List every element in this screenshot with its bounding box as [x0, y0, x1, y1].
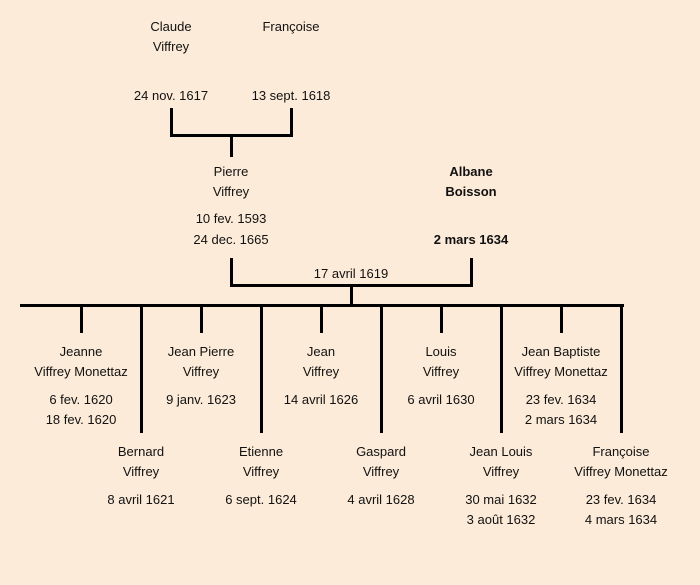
connector-line	[350, 284, 353, 306]
birth-date: 9 janv. 1623	[166, 392, 236, 407]
last-name: Viffrey	[362, 464, 400, 479]
last-name: Boisson	[445, 184, 497, 199]
birth-date: 30 mai 1632	[465, 492, 537, 507]
first-name: Jean Louis	[469, 444, 533, 459]
connector-line	[470, 258, 473, 287]
birth-date: 6 sept. 1624	[225, 492, 297, 507]
child-connector	[80, 305, 83, 333]
birth-date: 8 avril 1621	[107, 492, 175, 507]
first-name: Bernard	[117, 444, 165, 459]
first-name: Etienne	[238, 444, 284, 459]
birth-date: 23 fev. 1634	[585, 492, 657, 507]
connector-line	[170, 108, 173, 136]
birth-date: 4 avril 1628	[347, 492, 415, 507]
first-name: Jean Baptiste	[521, 344, 601, 359]
first-name: Françoise	[592, 444, 650, 459]
first-name: Jean	[306, 344, 336, 359]
child-connector	[560, 305, 563, 333]
first-name: Jean Pierre	[167, 344, 235, 359]
first-name: Claude	[150, 19, 192, 34]
last-name: Viffrey	[182, 364, 220, 379]
child-connector	[140, 305, 143, 433]
death-date: 2 mars 1634	[433, 232, 509, 247]
last-name: Viffrey	[122, 464, 160, 479]
marriage-date-text: 17 avril 1619	[313, 266, 389, 281]
last-name: Viffrey	[152, 39, 190, 54]
child-connector	[620, 305, 623, 433]
child-connector	[200, 305, 203, 333]
first-name: Albane	[449, 164, 493, 179]
birth-date: 14 avril 1626	[283, 392, 359, 407]
first-name: Gaspard	[356, 444, 406, 459]
last-name: Viffrey	[242, 464, 280, 479]
last-name: Viffrey	[422, 364, 460, 379]
connector-line	[230, 134, 233, 157]
child-connector	[380, 305, 383, 433]
last-name: Viffrey Monettaz	[34, 364, 128, 379]
last-name: Viffrey	[302, 364, 340, 379]
birth-date: 24 nov. 1617	[133, 88, 209, 103]
death-date: 4 mars 1634	[584, 512, 658, 527]
death-date: 24 dec. 1665	[193, 232, 269, 247]
child-connector	[260, 305, 263, 433]
birth-date: 10 fev. 1593	[195, 211, 267, 226]
connector-line	[290, 108, 293, 136]
birth-date: 6 avril 1630	[407, 392, 475, 407]
birth-date: 6 fev. 1620	[49, 392, 113, 407]
child-connector	[320, 305, 323, 333]
death-date: 18 fev. 1620	[45, 412, 117, 427]
last-name: Viffrey Monettaz	[514, 364, 608, 379]
connector-line	[230, 258, 233, 287]
death-date: 3 août 1632	[466, 512, 536, 527]
child-connector	[440, 305, 443, 333]
child-connector	[500, 305, 503, 433]
first-name: Jeanne	[59, 344, 103, 359]
first-name: Françoise	[262, 19, 320, 34]
death-date: 2 mars 1634	[524, 412, 598, 427]
first-name: Pierre	[213, 164, 249, 179]
birth-date: 13 sept. 1618	[251, 88, 331, 103]
last-name: Viffrey	[212, 184, 250, 199]
first-name: Louis	[425, 344, 457, 359]
birth-date: 23 fev. 1634	[525, 392, 597, 407]
last-name: Viffrey Monettaz	[574, 464, 668, 479]
last-name: Viffrey	[482, 464, 520, 479]
